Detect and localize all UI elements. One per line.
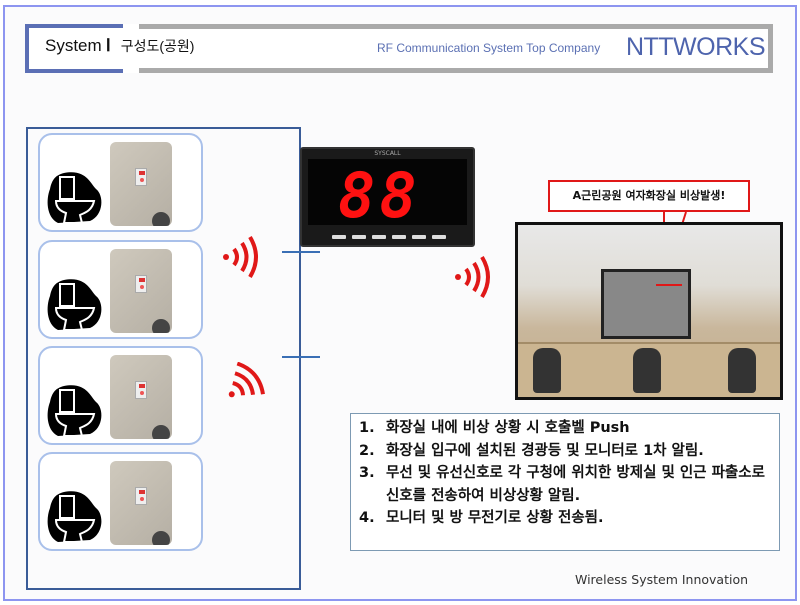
control-room-image — [515, 222, 783, 400]
restroom-card — [38, 452, 203, 551]
step-number: 1. — [359, 420, 375, 436]
header-left-bracket — [25, 24, 123, 73]
title-subtitle: 구성도(공원) — [120, 38, 195, 54]
wall-monitor — [601, 269, 691, 339]
title-system: System — [45, 36, 102, 55]
step-item: 3. 무선 및 유선신호로 각 구청에 위치한 방제실 및 인근 파출소로 신호를… — [359, 462, 779, 507]
footer-tagline: Wireless System Innovation — [575, 572, 749, 587]
step-number: 3. — [359, 465, 375, 481]
step-text: 화장실 입구에 설치된 경광등 및 모니터로 1차 알림. — [386, 442, 704, 459]
display-digits: 88 — [338, 159, 421, 232]
step-text: 무선 및 유선신호로 각 구청에 위치한 방제실 및 인근 파출소로 신호를 전… — [386, 465, 765, 504]
step-item: 4. 모니터 및 방 무전기로 상황 전송됨. — [359, 507, 779, 530]
connector-line — [282, 251, 320, 253]
wireless-signal-icon — [455, 255, 490, 299]
step-text: 화장실 내에 비상 상황 시 호출벨 Push — [386, 420, 630, 436]
call-button-photo — [110, 355, 172, 439]
toilet-icon — [47, 172, 102, 224]
process-steps: 1. 화장실 내에 비상 상황 시 호출벨 Push 2. 화장실 입구에 설치된 경… — [350, 413, 780, 551]
step-number: 2. — [359, 442, 375, 459]
header-right-bracket — [139, 24, 773, 73]
restroom-panel — [26, 127, 301, 590]
led-display-receiver: SYSCALL 88 — [300, 147, 475, 247]
restroom-card — [38, 133, 203, 232]
wireless-signal-icon — [228, 362, 265, 398]
call-button-photo — [110, 142, 172, 226]
step-text: 모니터 및 방 무전기로 상황 전송됨. — [386, 510, 604, 526]
brand-logo: NTTWORKS — [625, 33, 766, 61]
emergency-callout: A근린공원 여자화장실 비상발생! — [548, 180, 750, 212]
restroom-card — [38, 240, 203, 339]
display-keys — [332, 235, 446, 239]
step-item: 2. 화장실 입구에 설치된 경광등 및 모니터로 1차 알림. — [359, 440, 779, 463]
restroom-card — [38, 346, 203, 445]
display-logo: SYSCALL — [374, 150, 401, 157]
connector-line — [282, 356, 320, 358]
toilet-icon — [47, 491, 102, 543]
toilet-icon — [47, 385, 102, 437]
toilet-icon — [47, 279, 102, 331]
title-roman: Ⅰ — [105, 36, 111, 55]
call-button-photo — [110, 461, 172, 545]
call-button-photo — [110, 249, 172, 333]
wireless-signal-icon — [223, 235, 258, 279]
slogan: RF Communication System Top Company — [377, 41, 601, 55]
step-number: 4. — [359, 510, 375, 526]
step-item: 1. 화장실 내에 비상 상황 시 호출벨 Push — [359, 417, 779, 440]
